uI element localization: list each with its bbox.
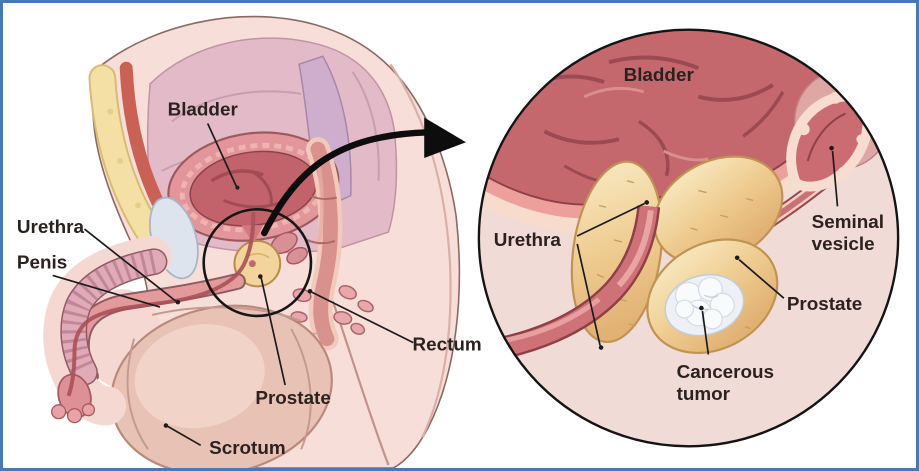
magnifier-circle xyxy=(202,208,313,318)
leader-dot xyxy=(258,274,263,279)
urethra-left-shape xyxy=(66,212,256,397)
leader-dot xyxy=(644,200,650,205)
bladder-highlight xyxy=(583,86,645,99)
fat-layer xyxy=(90,66,172,260)
label-urethra-inset: Urethra xyxy=(494,229,562,250)
leader-dot xyxy=(307,289,313,294)
inset-figure: Bladder Urethra Seminal vesicle Prostate… xyxy=(477,28,900,448)
label-seminal-vesicle-line1: Seminal xyxy=(812,211,884,232)
bladder-highlight xyxy=(663,149,709,162)
leader-dot xyxy=(829,145,834,151)
leader-penis xyxy=(52,274,161,308)
leader-scrotum xyxy=(167,425,202,447)
fat-texture xyxy=(107,108,114,115)
label-prostate-left: Prostate xyxy=(255,387,330,408)
buttock-contour xyxy=(389,63,452,438)
tumor-shape xyxy=(664,273,745,337)
inset-circle-outline xyxy=(477,28,900,448)
leader-dot xyxy=(598,345,604,350)
label-urethra-left: Urethra xyxy=(17,216,85,237)
label-bladder-left: Bladder xyxy=(168,99,239,120)
leader-rectum xyxy=(311,291,414,344)
leader-urethra-left xyxy=(83,228,177,302)
leader-dot xyxy=(163,423,169,428)
label-cancerous-tumor-line2: tumor xyxy=(677,383,731,404)
prostate-cancer-diagram: Bladder Urethra Penis Prostate Scrotum R… xyxy=(17,15,900,468)
label-scrotum: Scrotum xyxy=(209,437,285,458)
cavity-fold xyxy=(351,71,380,181)
prostate-left-shape xyxy=(233,239,282,288)
leader-dot xyxy=(734,255,740,260)
fat-texture xyxy=(135,202,142,209)
label-penis: Penis xyxy=(17,252,67,273)
leader-dot xyxy=(175,299,181,305)
leader-prostate-inset xyxy=(738,259,785,299)
leader-cancerous-tumor xyxy=(701,310,710,355)
leader-bladder-left xyxy=(206,123,238,187)
left-figure: Bladder Urethra Penis Prostate Scrotum R… xyxy=(17,15,482,468)
label-bladder-inset: Bladder xyxy=(624,64,695,85)
label-prostate-inset: Prostate xyxy=(787,293,862,314)
leader-seminal-vesicle xyxy=(831,151,839,207)
rectum-shape xyxy=(306,137,343,351)
label-cancerous-tumor-line1: Cancerous xyxy=(677,361,774,382)
leader-urethra-lower xyxy=(576,243,601,346)
bladder-shape xyxy=(167,131,340,244)
fat-texture xyxy=(117,158,124,164)
zoom-arrow xyxy=(261,117,466,237)
label-rectum: Rectum xyxy=(413,334,482,355)
cavity-fold xyxy=(171,90,302,123)
leader-dot xyxy=(699,305,704,311)
label-seminal-vesicle-line2: vesicle xyxy=(812,233,875,254)
leader-urethra-upper xyxy=(576,202,646,237)
scrotum-shape xyxy=(110,304,333,468)
seminal-vesicle-shape xyxy=(786,91,873,192)
leader-dot xyxy=(235,185,240,190)
bladder-swirls xyxy=(518,55,785,188)
seminal-vesicle-left-shape xyxy=(286,246,308,265)
leader-prostate-left xyxy=(260,278,286,386)
